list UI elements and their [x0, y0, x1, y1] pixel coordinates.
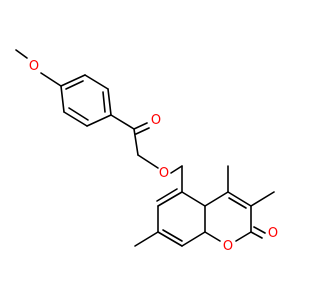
bond	[250, 231, 263, 239]
bond	[134, 231, 159, 247]
bond	[157, 231, 183, 247]
bond	[156, 188, 178, 202]
bond	[15, 49, 28, 59]
bond	[204, 191, 229, 207]
bond	[250, 191, 275, 207]
bond	[235, 231, 252, 242]
bond	[181, 191, 206, 207]
bond	[63, 111, 88, 127]
bond	[170, 165, 183, 174]
bond	[86, 114, 112, 127]
bond	[68, 107, 89, 121]
bond	[65, 80, 84, 90]
atom-label-o-ring: O	[223, 239, 233, 254]
molecule-structure-diagram: O O O O O	[15, 49, 278, 254]
bond	[181, 231, 206, 247]
bond	[228, 197, 247, 209]
bond	[40, 72, 62, 87]
bond	[133, 128, 139, 156]
atom-label-o-methoxy: O	[29, 59, 39, 74]
bond	[253, 226, 266, 234]
bond	[60, 74, 86, 87]
bond	[107, 88, 112, 116]
bond	[137, 154, 159, 169]
bond-lines	[15, 49, 275, 247]
bond	[162, 229, 183, 242]
bond	[110, 114, 135, 130]
atom-labels: O O O O O	[29, 59, 278, 254]
bond	[135, 127, 150, 135]
atom-label-o-ketone: O	[151, 113, 161, 128]
atom-label-o-ether: O	[159, 166, 169, 181]
bond	[102, 91, 106, 113]
bond	[204, 231, 221, 242]
bond	[84, 74, 109, 90]
bond	[157, 191, 183, 207]
bond	[60, 85, 65, 113]
bond	[133, 122, 148, 130]
bond	[227, 191, 252, 207]
atom-label-o-lactone: O	[268, 226, 278, 241]
